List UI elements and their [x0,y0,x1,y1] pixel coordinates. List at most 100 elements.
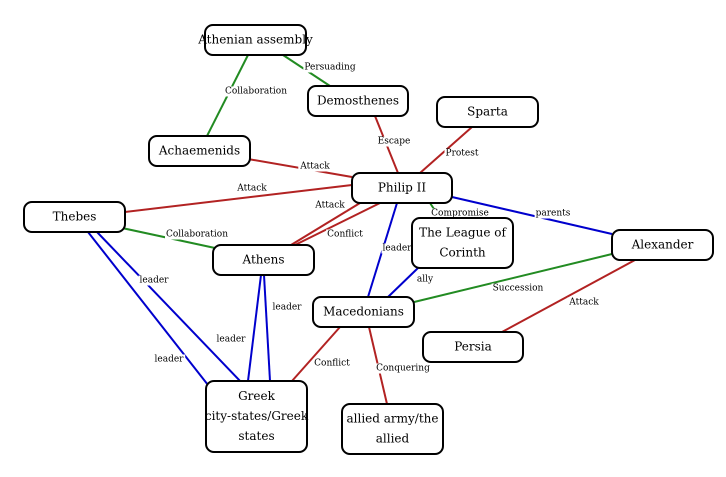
edge-philip-ii-to-athens [290,202,361,246]
edge-label-ally: ally [417,275,434,285]
edge-label-parents: parents [536,209,571,219]
edge-label-compromise: Compromise [431,209,489,219]
edge-label-attack: Attack [314,201,345,211]
node-box [422,331,524,363]
node-label: Persia [454,340,492,354]
edge-label-background [298,161,332,172]
edge-label-leader: leader [217,335,247,345]
edge-macedonians-to-greek-city-states [291,326,341,382]
edge-thebes-to-greek-city-states [96,231,243,384]
node-box [351,172,453,204]
edge-label-escape: Escape [378,137,411,147]
edge-label-leader: leader [155,355,185,365]
node-label: Greek [238,389,276,403]
edge-label-background [375,363,432,374]
edge-philip-ii-to-athens [294,202,381,246]
node-box [436,96,539,128]
node-box [341,403,444,455]
node-label: Macedonians [323,305,404,319]
node-label: Athens [242,253,285,267]
edge-label-protest: Protest [446,149,479,159]
edge-label-background [491,283,545,294]
node-label: Thebes [53,210,97,224]
edge-label-collaboration: Collaboration [225,87,287,97]
node-label: Athenian assembly [197,33,313,47]
node-box [205,380,308,453]
edge-label-background [444,148,480,159]
edge-league-of-corinth-to-macedonians [387,267,419,298]
edge-label-conflict: Conflict [314,359,350,369]
node-box [312,296,415,328]
node-macedonians[interactable]: Macedonians [312,296,415,328]
node-league-of-corinth[interactable]: The League of Corinth [411,217,514,269]
node-demosthenes[interactable]: Demosthenes [307,85,409,117]
edge-label-background [138,275,171,286]
edge-label-background [313,358,352,369]
node-box [307,85,409,117]
node-box [411,217,514,269]
node-box [204,24,307,56]
edge-label-succession: Succession [493,284,544,294]
edge-label-attack: Attack [568,298,599,308]
edge-label-background [534,208,572,219]
node-label: The League of [419,226,507,240]
node-box [212,244,315,276]
edge-label-background [153,354,186,365]
node-box [148,135,251,167]
node-label: states [238,429,274,443]
node-box [611,229,714,261]
edge-label-persuading: Persuading [304,63,355,73]
node-label: allied [376,432,410,446]
node-label: city-states/Greek [205,409,309,423]
node-label: allied army/the [346,412,438,426]
node-thebes[interactable]: Thebes [23,201,126,233]
edge-label-background [215,334,248,345]
edge-label-background [326,229,365,240]
edge-thebes-to-philip-ii [124,184,353,213]
edge-label-background [567,297,601,308]
edge-label-collaboration: Collaboration [166,230,228,240]
edge-label-attack: Attack [299,162,330,172]
edge-alexander-to-persia [501,259,636,333]
edge-alexander-to-macedonians [409,253,613,304]
edge-label-attack: Attack [236,184,267,194]
edge-label-leader: leader [273,303,303,313]
edge-label-background [381,243,414,254]
node-athenian-assembly[interactable]: Athenian assembly [197,24,313,56]
node-alexander[interactable]: Alexander [611,229,714,261]
edge-thebes-to-greek-city-states [87,231,209,386]
node-label: Sparta [467,105,508,119]
node-label: Philip II [378,181,427,195]
edge-athens-to-greek-city-states [247,274,262,382]
edge-label-background [235,183,269,194]
edge-layer [87,54,636,405]
node-sparta[interactable]: Sparta [436,96,539,128]
edge-label-background [415,274,436,285]
node-achaemenids[interactable]: Achaemenids [148,135,251,167]
node-philip-ii[interactable]: Philip II [351,172,453,204]
node-persia[interactable]: Persia [422,331,524,363]
edge-label-leader: leader [140,276,170,286]
node-layer: Athenian assemblyDemosthenesSpartaAchaem… [23,24,714,455]
edge-label-background [430,208,490,219]
edge-label-background [165,229,230,240]
node-athens[interactable]: Athens [212,244,315,276]
node-greek-city-states[interactable]: Greek city-states/Greek states [205,380,309,453]
node-allied-army[interactable]: allied army/the allied [341,403,444,455]
node-label: Demosthenes [317,94,399,108]
node-label: Corinth [439,246,486,260]
edge-label-background [271,302,304,313]
edge-label-background [376,136,412,147]
edge-label-leader: leader [383,244,413,254]
edge-label-background [224,86,289,97]
edge-label-layer: Collaboration PersuadingEscapeProtestAtta… [138,62,601,374]
edge-label-background [313,200,347,211]
edge-label-conquering: Conquering [376,364,430,374]
node-box [23,201,126,233]
edge-philip-ii-to-alexander [451,196,613,235]
edge-athens-to-greek-city-states [263,274,271,382]
node-label: Alexander [631,238,694,252]
edge-label-background [303,62,357,73]
